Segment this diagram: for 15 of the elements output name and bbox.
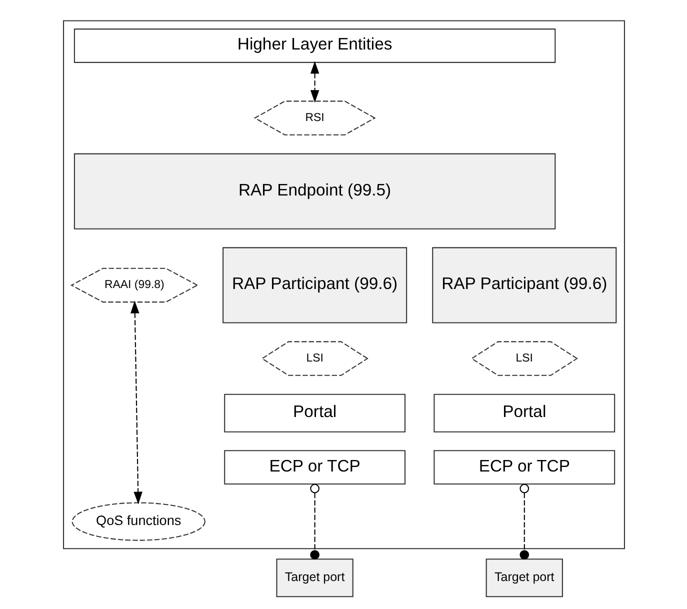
node-box: Portal <box>224 394 406 432</box>
node-box: Target port <box>276 558 353 598</box>
node-ellipse: QoS functions <box>71 502 205 541</box>
node-box: RAP Participant (99.6) <box>222 247 407 324</box>
connector <box>519 484 529 560</box>
node-box: Portal <box>433 394 615 432</box>
node-box: ECP or TCP <box>433 450 615 485</box>
connector <box>310 484 319 560</box>
node-box: RAP Participant (99.6) <box>432 247 616 324</box>
node-box: ECP or TCP <box>224 450 406 485</box>
node-box: Higher Layer Entities <box>73 28 556 63</box>
arrow <box>130 300 142 504</box>
node-box: Target port <box>485 558 562 598</box>
node-box: RAP Endpoint (99.5) <box>73 153 556 230</box>
arrow <box>310 61 319 103</box>
